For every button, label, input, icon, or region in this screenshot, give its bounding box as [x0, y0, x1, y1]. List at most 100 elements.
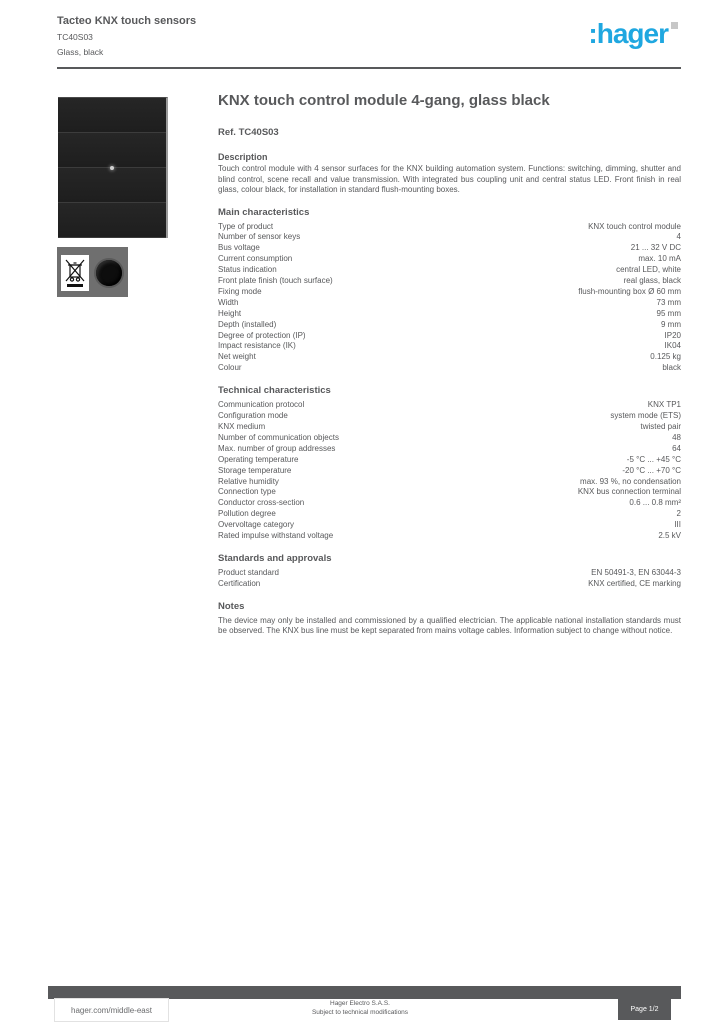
footer-website-link[interactable]: hager.com/middle-east	[71, 1005, 152, 1015]
spec-row: Connection type KNX bus connection termin…	[218, 487, 681, 498]
spec-row: Communication protocol KNX TP1	[218, 400, 681, 411]
spec-row: Certification KNX certified, CE marking	[218, 579, 681, 590]
spec-label: Max. number of group addresses	[218, 443, 336, 453]
spec-label: Communication protocol	[218, 400, 305, 410]
spec-label: Rated impulse withstand voltage	[218, 531, 334, 541]
rocker-segment	[58, 203, 166, 238]
spec-label: Number of sensor keys	[218, 232, 301, 242]
spec-row: Impact resistance (IK) IK04	[218, 341, 681, 352]
weee-crossed-out-bin-icon	[61, 255, 89, 291]
spec-label: Bus voltage	[218, 243, 260, 253]
spec-row: Status indication central LED, white	[218, 265, 681, 276]
spec-row: Configuration mode system mode (ETS)	[218, 411, 681, 422]
spec-value: III	[674, 520, 681, 530]
spec-row: Current consumption max. 10 mA	[218, 254, 681, 265]
spec-value: 0.6 ... 0.8 mm²	[629, 498, 681, 508]
hager-logo-mark-icon	[671, 22, 678, 29]
spec-label: Certification	[218, 578, 261, 588]
spec-value: KNX certified, CE marking	[588, 578, 681, 588]
spec-label: Relative humidity	[218, 476, 279, 486]
spec-row: KNX medium twisted pair	[218, 422, 681, 433]
spec-label: Configuration mode	[218, 411, 288, 421]
spec-value: 21 ... 32 V DC	[630, 243, 681, 253]
spec-value: KNX bus connection terminal	[577, 487, 681, 497]
section-notes: Notes The device may only be installed a…	[218, 601, 681, 637]
spec-value: 64	[672, 443, 681, 453]
header-finish: Glass, black	[57, 47, 104, 57]
spec-value: 0.125 kg	[650, 352, 681, 362]
header-reference: TC40S03	[57, 32, 93, 42]
spec-value: IP20	[664, 330, 681, 340]
section-heading: Standards and approvals	[218, 552, 332, 564]
spec-label: KNX medium	[218, 422, 266, 431]
spec-label: Width	[218, 297, 239, 307]
spec-value: 48	[672, 432, 681, 442]
spec-label: Storage temperature	[218, 465, 292, 475]
header-divider	[57, 67, 681, 69]
spec-row: Relative humidity max. 93 %, no condensat…	[218, 477, 681, 488]
product-image	[58, 97, 168, 238]
spec-label: Current consumption	[218, 254, 293, 264]
spec-label: Depth (installed)	[218, 319, 277, 329]
spec-value: 73 mm	[656, 297, 681, 307]
hager-logo: :hager	[588, 20, 678, 48]
spec-row: Storage temperature -20 °C ... +70 °C	[218, 466, 681, 477]
spec-value: flush-mounting box Ø 60 mm	[578, 286, 681, 296]
product-reference: Ref. TC40S03	[218, 127, 279, 138]
description-heading: Description	[218, 152, 268, 162]
spec-label: Product standard	[218, 567, 279, 577]
central-status-led-icon	[110, 166, 114, 170]
spec-value: 9 mm	[661, 319, 681, 329]
spec-row: Max. number of group addresses 64	[218, 444, 681, 455]
spec-value: IK04	[664, 341, 681, 351]
section-standards: Standards and approvals Product standard…	[218, 553, 681, 590]
main-content: KNX touch control module 4-gang, glass b…	[218, 92, 681, 637]
spec-label: Pollution degree	[218, 509, 276, 519]
spec-value: -5 °C ... +45 °C	[626, 454, 681, 464]
hager-logo-text: :hager	[588, 18, 669, 49]
spec-label: Operating temperature	[218, 454, 299, 464]
footer-center-text: Hager Electro S.A.S. Subject to technica…	[300, 1000, 420, 1017]
spec-label: Connection type	[218, 487, 276, 497]
notes-text: The device may only be installed and com…	[218, 615, 681, 636]
header-product-block: Tacteo KNX touch sensors TC40S03 Glass, …	[57, 15, 277, 58]
section-heading: Main characteristics	[218, 206, 310, 218]
header-category: Tacteo KNX touch sensors	[57, 15, 197, 27]
spec-label: Status indication	[218, 265, 277, 275]
rocker-segment	[58, 133, 166, 168]
spec-row: Rated impulse withstand voltage 2.5 kV	[218, 531, 681, 542]
rocker-segment	[58, 168, 166, 203]
spec-value: KNX touch control module	[588, 221, 681, 231]
spec-value: twisted pair	[640, 422, 681, 431]
footer-band	[48, 986, 681, 999]
spec-row: Width 73 mm	[218, 298, 681, 309]
spec-value: max. 10 mA	[638, 254, 681, 264]
spec-value: KNX TP1	[647, 400, 681, 410]
spec-value: central LED, white	[616, 265, 681, 275]
spec-row: Bus voltage 21 ... 32 V DC	[218, 243, 681, 254]
spec-label: Impact resistance (IK)	[218, 341, 296, 351]
spec-row: Front plate finish (touch surface)real g…	[218, 276, 681, 287]
footer-disclaimer: Subject to technical modifications	[311, 1008, 409, 1016]
spec-label: Front plate finish (touch surface)	[218, 276, 333, 286]
footer-website-box: hager.com/middle-east	[54, 998, 169, 1022]
spec-value: -20 °C ... +70 °C	[622, 465, 681, 475]
product-round-detail-photo	[96, 260, 122, 286]
weee-bin-glyph	[65, 259, 85, 287]
spec-value: system mode (ETS)	[610, 411, 681, 421]
spec-value: max. 93 %, no condensation	[580, 476, 681, 486]
spec-row: Depth (installed) 9 mm	[218, 320, 681, 331]
spec-value: 2.5 kV	[658, 531, 681, 541]
